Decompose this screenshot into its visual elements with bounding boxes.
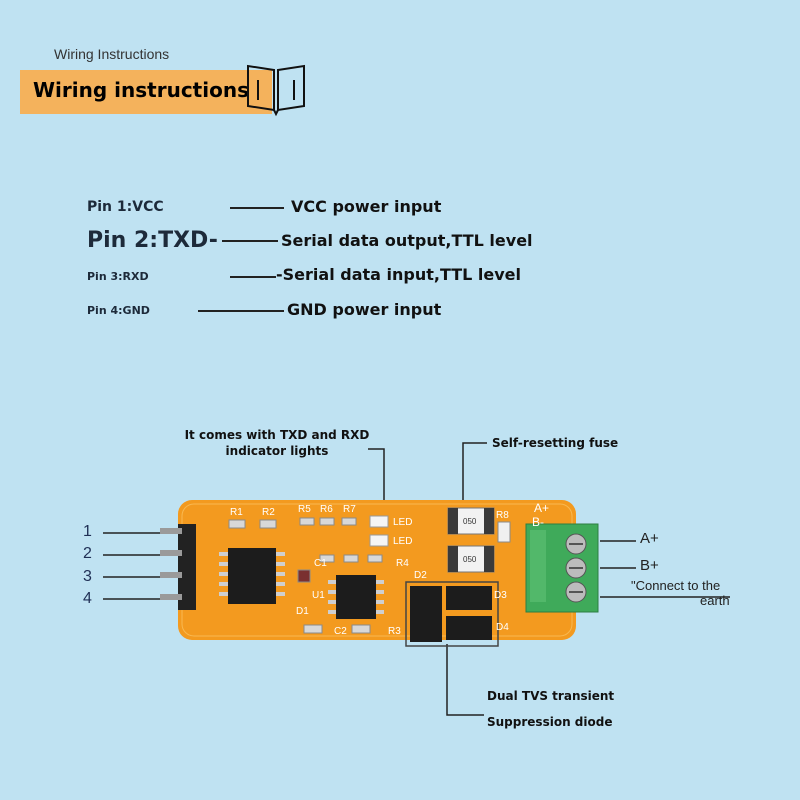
title-banner [20, 70, 272, 114]
indicator-callout-line-1: It comes with TXD and RXD [184, 428, 370, 442]
pin-3-leader [230, 276, 276, 278]
silk-c2: C2 [334, 626, 347, 637]
pin-1-leader [230, 207, 284, 209]
silk-r8: R8 [496, 510, 509, 521]
silk-u1: U1 [312, 590, 325, 601]
pin-1-description: VCC power input [291, 197, 442, 216]
pin-2-leader [222, 240, 278, 242]
terminal-b-label: B+ [640, 557, 659, 574]
pin-4-leader [198, 310, 284, 312]
earth-label-line-1: "Connect to the [631, 578, 721, 593]
silk-r3: R3 [388, 626, 401, 637]
fuse-callout: Self-resetting fuse [492, 436, 619, 450]
indicator-leds [369, 515, 389, 547]
terminal-a-label: A+ [640, 530, 659, 547]
pin-2-description: Serial data output,TTL level [281, 231, 533, 250]
header-pin-number-1: 1 [83, 523, 92, 540]
indicator-callout-line-2: indicator lights [225, 444, 329, 458]
silk-led-2: LED [393, 536, 412, 547]
callout-leaders [103, 442, 730, 716]
main-ic [219, 548, 285, 604]
silk-b-minus: B- [532, 515, 544, 529]
silk-r7: R7 [343, 504, 356, 515]
silk-r1: R1 [230, 507, 243, 518]
open-book-icon [247, 64, 305, 117]
pin-3-label: Pin 3:RXD [87, 270, 149, 283]
pin-header [160, 524, 196, 610]
silk-r2: R2 [262, 507, 275, 518]
silk-d3: D3 [494, 590, 507, 601]
self-resetting-fuses [447, 507, 495, 573]
smd-parts [228, 517, 511, 634]
tvs-callout-line-2: Suppression diode [487, 715, 613, 729]
screw-terminal [525, 523, 599, 613]
pin-3-description: -Serial data input,TTL level [276, 265, 522, 284]
fuse-marking-1: 050 [463, 517, 477, 526]
silk-r5: R5 [298, 504, 311, 515]
silk-r6: R6 [320, 504, 333, 515]
fuse-marking-2: 050 [463, 555, 477, 564]
header-pin-number-4: 4 [83, 590, 92, 607]
pin-4-label: Pin 4:GND [87, 304, 150, 317]
secondary-ic [328, 575, 384, 619]
pin-4-description: GND power input [287, 300, 442, 319]
banner-title: Wiring instructions [33, 78, 249, 102]
silk-d1: D1 [296, 606, 309, 617]
small-title: Wiring Instructions [54, 46, 170, 62]
silk-d4: D4 [496, 622, 509, 633]
tvs-diodes [405, 581, 499, 647]
pin-1-label: Pin 1:VCC [87, 199, 164, 215]
header-pin-number-2: 2 [83, 545, 92, 562]
silk-d2: D2 [414, 570, 427, 581]
tvs-callout-line-1: Dual TVS transient [487, 689, 615, 703]
silk-led-1: LED [393, 517, 412, 528]
silk-c1: C1 [314, 558, 327, 569]
header-pin-number-3: 3 [83, 568, 92, 585]
silk-a-plus: A+ [534, 501, 549, 515]
silk-r4: R4 [396, 558, 409, 569]
pin-2-label: Pin 2:TXD- [87, 228, 218, 253]
